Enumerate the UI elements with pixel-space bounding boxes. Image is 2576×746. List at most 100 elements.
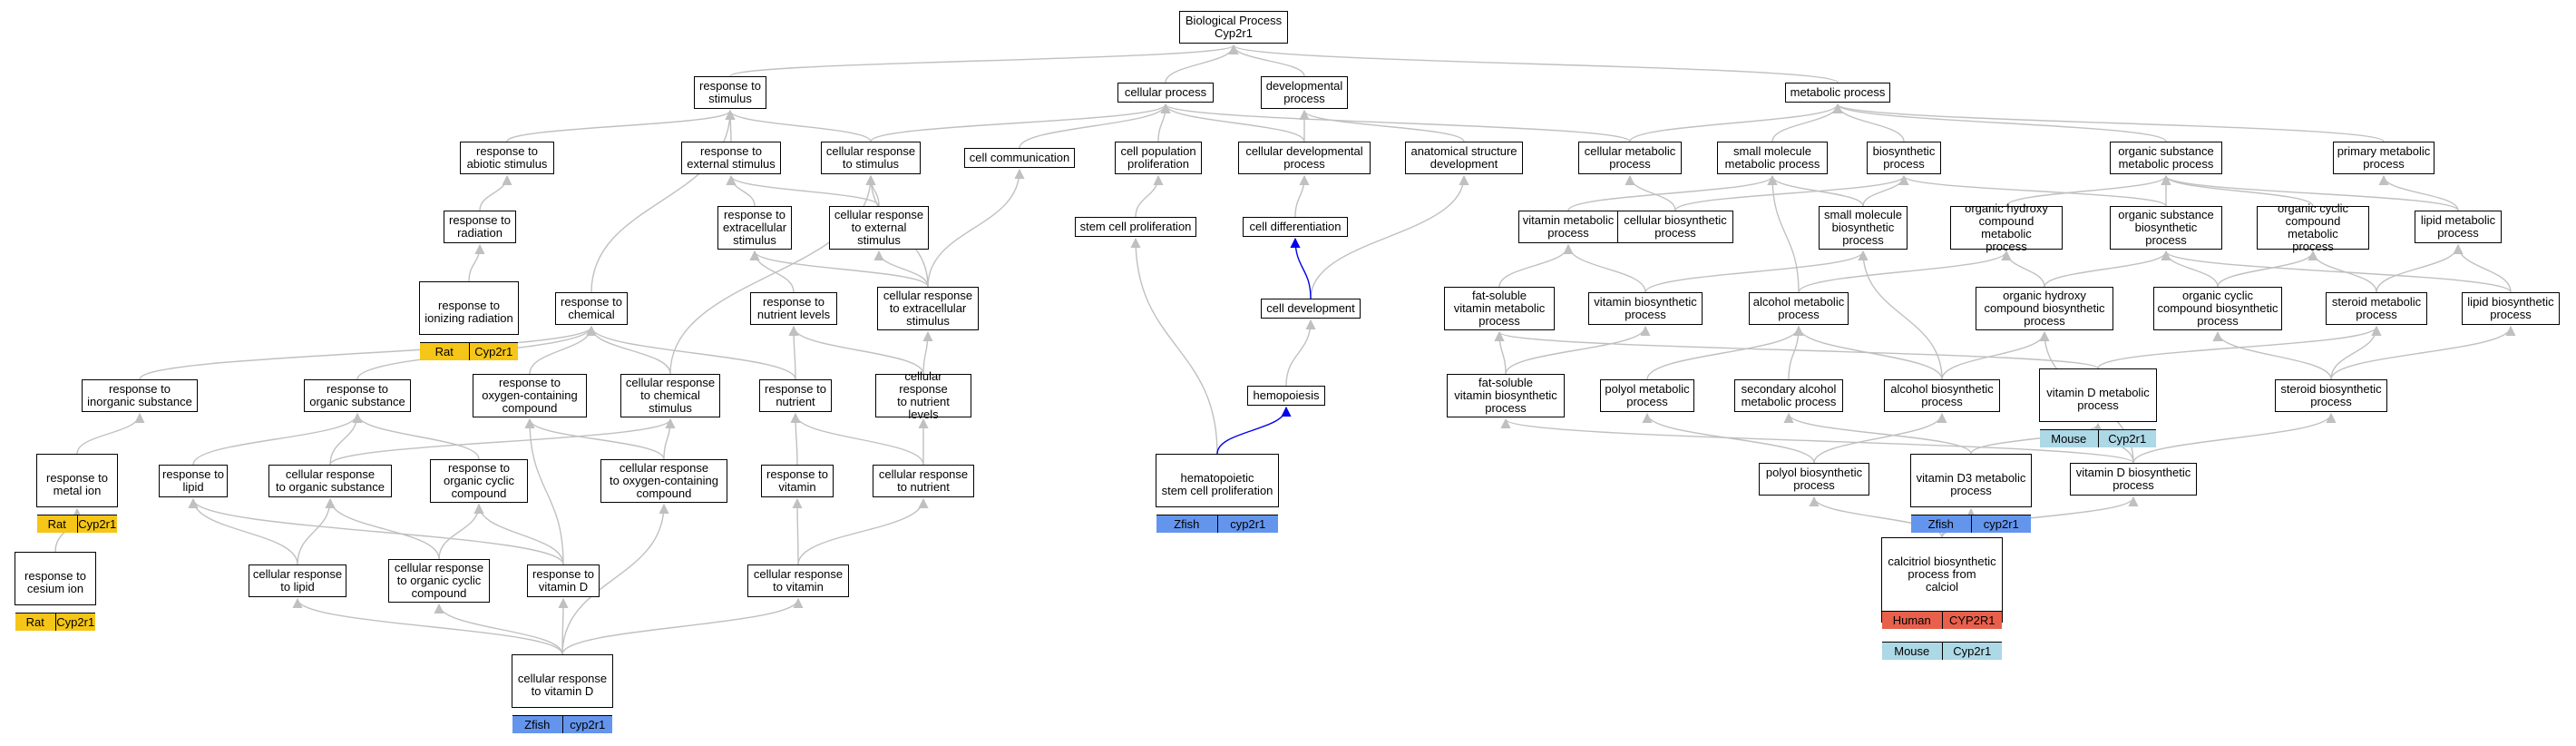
node-anatomical-structure-development[interactable]: anatomical structure development	[1405, 142, 1523, 174]
node-cellular-developmental-process[interactable]: cellular developmental process	[1238, 142, 1371, 174]
node-cellular-response-to-chemical-stimulus[interactable]: cellular response to chemical stimulus	[620, 374, 720, 417]
edge-is-a	[1294, 174, 1310, 218]
node-organic-substance-metabolic-process[interactable]: organic substance metabolic process	[2110, 142, 2222, 174]
node-stem-cell-proliferation[interactable]: stem cell proliferation	[1075, 217, 1196, 237]
node-response-to-extracellular-stimulus[interactable]: response to extracellular stimulus	[717, 206, 792, 250]
node-cellular-response-to-organic-cyclic-compound[interactable]: cellular response to organic cyclic comp…	[388, 559, 490, 603]
node-steroid-biosynthetic-process[interactable]: steroid biosynthetic process	[2275, 379, 2387, 412]
node-biological-process[interactable]: Biological Process Cyp2r1	[1179, 11, 1288, 44]
node-response-to-lipid[interactable]: response to lipid	[159, 465, 228, 497]
node-label: response to metal ion	[46, 471, 108, 497]
node-fat-soluble-vitamin-biosynthetic-process[interactable]: fat-soluble vitamin biosynthetic process	[1447, 374, 1565, 417]
edge-is-a	[1858, 250, 1943, 380]
edge-is-a	[188, 497, 298, 565]
node-small-molecule-biosynthetic-process[interactable]: small molecule biosynthetic process	[1819, 206, 1908, 250]
node-fat-soluble-vitamin-metabolic-process[interactable]: fat-soluble vitamin metabolic process	[1444, 287, 1555, 330]
node-metabolic-process[interactable]: metabolic process	[1785, 83, 1890, 103]
node-developmental-process[interactable]: developmental process	[1261, 76, 1348, 109]
node-response-to-vitamin[interactable]: response to vitamin	[761, 465, 834, 497]
node-cellular-response-to-lipid[interactable]: cellular response to lipid	[249, 564, 346, 597]
node-response-to-stimulus[interactable]: response to stimulus	[694, 76, 766, 109]
node-response-to-organic-cyclic-compound[interactable]: response to organic cyclic compound	[430, 459, 528, 503]
node-small-molecule-metabolic-process[interactable]: small molecule metabolic process	[1717, 142, 1828, 174]
node-alcohol-metabolic-process[interactable]: alcohol metabolic process	[1749, 292, 1849, 325]
edge-is-a	[529, 325, 597, 375]
node-organic-hydroxy-compound-biosynthetic-process[interactable]: organic hydroxy compound biosynthetic pr…	[1976, 287, 2113, 330]
species-cell: Zfish	[512, 716, 562, 733]
node-secondary-alcohol-metabolic-process[interactable]: secondary alcohol metabolic process	[1734, 379, 1843, 412]
edge-regulates	[1290, 237, 1312, 299]
node-response-to-cesium-ion[interactable]: response to cesium ion Rat Cyp2r1	[15, 552, 96, 631]
node-cellular-process[interactable]: cellular process	[1117, 83, 1214, 103]
edge-is-a	[2378, 174, 2459, 211]
node-response-to-inorganic-substance[interactable]: response to inorganic substance	[82, 379, 198, 412]
node-response-to-oxygen-containing-compound[interactable]: response to oxygen-containing compound	[473, 374, 587, 417]
annotation-row: Rat Cyp2r1	[420, 342, 518, 360]
node-response-to-ionizing-radiation[interactable]: response to ionizing radiation Rat Cyp2r…	[419, 281, 519, 360]
node-polyol-metabolic-process[interactable]: polyol metabolic process	[1600, 379, 1694, 412]
node-biosynthetic-process[interactable]: biosynthetic process	[1867, 142, 1941, 174]
node-vitamin-biosynthetic-process[interactable]: vitamin biosynthetic process	[1588, 292, 1703, 325]
node-cell-differentiation[interactable]: cell differentiation	[1243, 217, 1348, 237]
node-lipid-biosynthetic-process[interactable]: lipid biosynthetic process	[2462, 292, 2560, 325]
node-cellular-metabolic-process[interactable]: cellular metabolic process	[1578, 142, 1682, 174]
node-vitamin-d-biosynthetic-process[interactable]: vitamin D biosynthetic process	[2070, 463, 2197, 496]
node-cellular-response-to-stimulus[interactable]: cellular response to stimulus	[821, 142, 921, 174]
node-hematopoietic-stem-cell-proliferation[interactable]: hematopoietic stem cell proliferation Zf…	[1156, 454, 1279, 533]
node-organic-hydroxy-compound-metabolic-process[interactable]: organic hydroxy compound metabolic proce…	[1950, 202, 2063, 253]
node-cellular-biosynthetic-process[interactable]: cellular biosynthetic process	[1617, 211, 1733, 243]
node-response-to-vitamin-d[interactable]: response to vitamin D	[527, 564, 600, 597]
node-primary-metabolic-process[interactable]: primary metabolic process	[2333, 142, 2435, 174]
annotation-row: Rat Cyp2r1	[15, 613, 95, 631]
node-response-to-abiotic-stimulus[interactable]: response to abiotic stimulus	[460, 142, 554, 174]
node-vitamin-metabolic-process[interactable]: vitamin metabolic process	[1518, 211, 1618, 243]
node-cellular-response-to-oxygen-containing-compound[interactable]: cellular response to oxygen-containing c…	[600, 459, 727, 503]
edge-is-a	[1567, 174, 1778, 211]
node-vitamin-d-metabolic-process[interactable]: vitamin D metabolic process Mouse Cyp2r1	[2039, 368, 2157, 447]
edge-is-a	[1646, 325, 1804, 380]
node-cell-development[interactable]: cell development	[1261, 299, 1361, 319]
node-alcohol-biosynthetic-process[interactable]: alcohol biosynthetic process	[1884, 379, 2000, 412]
node-cellular-response-to-nutrient[interactable]: cellular response to nutrient	[873, 465, 974, 497]
species-cell: Mouse	[1882, 643, 1942, 660]
annotation-row: Mouse Cyp2r1	[1882, 642, 2002, 660]
node-calcitriol-biosynthetic-process[interactable]: calcitriol biosynthetic process from cal…	[1881, 537, 2003, 660]
node-cellular-response-to-vitamin-d[interactable]: cellular response to vitamin D Zfish cyp…	[512, 654, 613, 733]
node-organic-cyclic-compound-metabolic-process[interactable]: organic cyclic compound metabolic proces…	[2257, 202, 2369, 253]
node-hemopoiesis[interactable]: hemopoiesis	[1247, 386, 1325, 406]
node-label: calcitriol biosynthetic process from cal…	[1888, 555, 1996, 594]
edge-is-a	[1494, 330, 1507, 375]
node-cell-communication[interactable]: cell communication	[964, 148, 1075, 168]
node-steroid-metabolic-process[interactable]: steroid metabolic process	[2326, 292, 2427, 325]
node-cellular-response-to-vitamin[interactable]: cellular response to vitamin	[747, 564, 849, 597]
node-response-to-nutrient-levels[interactable]: response to nutrient levels	[750, 292, 837, 325]
node-cellular-response-to-external-stimulus[interactable]: cellular response to external stimulus	[829, 206, 929, 250]
edge-is-a	[729, 44, 1239, 77]
node-lipid-metabolic-process[interactable]: lipid metabolic process	[2415, 211, 2502, 243]
edge-is-a	[2161, 174, 2459, 211]
edge-is-a	[1563, 243, 1646, 293]
node-cellular-response-to-extracellular-stimulus[interactable]: cellular response to extracellular stimu…	[877, 287, 979, 330]
node-response-to-radiation[interactable]: response to radiation	[444, 211, 516, 243]
node-response-to-organic-substance[interactable]: response to organic substance	[304, 379, 411, 412]
gene-cell: Cyp2r1	[1941, 643, 2002, 660]
node-polyol-biosynthetic-process[interactable]: polyol biosynthetic process	[1759, 463, 1869, 496]
node-vitamin-d3-metabolic-process[interactable]: vitamin D3 metabolic process Zfish cyp2r…	[1910, 454, 2032, 533]
edge-is-a	[725, 109, 872, 142]
node-label: vitamin D metabolic process	[2046, 386, 2150, 412]
edge-is-a	[473, 503, 564, 565]
node-organic-cyclic-compound-biosynthetic-process[interactable]: organic cyclic compound biosynthetic pro…	[2153, 287, 2282, 330]
edge-is-a	[1494, 330, 2099, 369]
node-cellular-response-to-nutrient-levels[interactable]: cellular response to nutrient levels	[875, 370, 971, 421]
node-response-to-nutrient[interactable]: response to nutrient	[759, 379, 832, 412]
node-response-to-chemical[interactable]: response to chemical	[555, 292, 628, 325]
node-cellular-response-to-organic-substance[interactable]: cellular response to organic substance	[268, 465, 392, 497]
edge-is-a	[479, 174, 512, 211]
node-cell-population-proliferation[interactable]: cell population proliferation	[1115, 142, 1202, 174]
node-response-to-external-stimulus[interactable]: response to external stimulus	[681, 142, 781, 174]
edge-is-a	[76, 412, 145, 455]
node-organic-substance-biosynthetic-process[interactable]: organic substance biosynthetic process	[2110, 206, 2222, 250]
node-label: response to ionizing radiation	[424, 299, 513, 325]
gene-cell: Cyp2r1	[2097, 430, 2156, 447]
node-response-to-metal-ion[interactable]: response to metal ion Rat Cyp2r1	[36, 454, 118, 533]
